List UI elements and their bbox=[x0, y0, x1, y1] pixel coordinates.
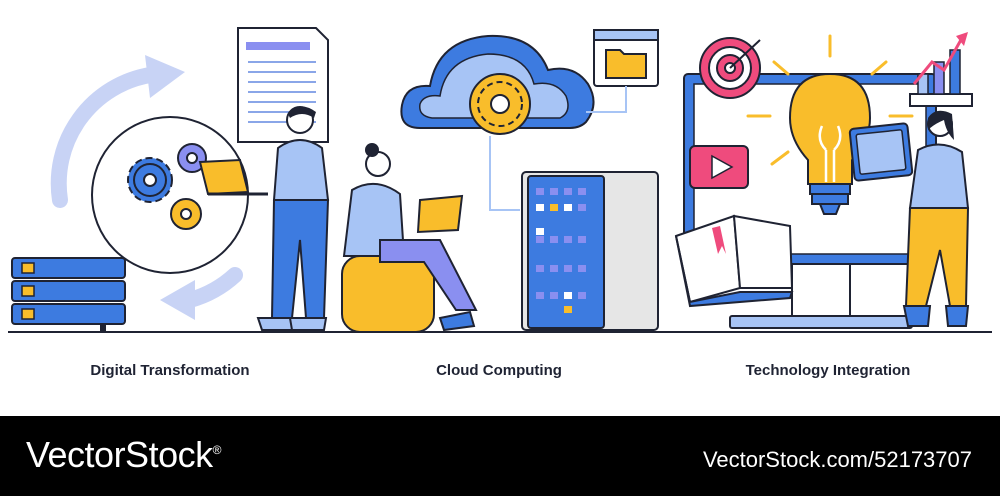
caption-technology-integration: Technology Integration bbox=[745, 362, 911, 379]
image-credit: VectorStock.com/52173707 bbox=[702, 447, 972, 472]
server-icon bbox=[521, 171, 659, 331]
brand-name: VectorStock bbox=[26, 434, 213, 475]
book-icon bbox=[674, 214, 794, 308]
woman-sitting-figure bbox=[341, 143, 478, 333]
target-icon bbox=[699, 37, 761, 99]
laptop-icon bbox=[416, 194, 464, 234]
cycle-arrow-top bbox=[50, 67, 158, 208]
scene-artwork bbox=[8, 27, 992, 333]
play-icon bbox=[689, 145, 749, 189]
caption-digital-transformation: Digital Transformation bbox=[90, 362, 250, 379]
digital-transformation-scene bbox=[11, 27, 330, 332]
woman-standing-figure bbox=[902, 110, 970, 327]
man-figure bbox=[256, 106, 330, 331]
caption-cloud-computing: Cloud Computing bbox=[436, 362, 562, 379]
footer-bar bbox=[0, 416, 1000, 496]
gear-icon bbox=[177, 143, 207, 173]
cycle-arrow-bottom bbox=[182, 267, 243, 308]
brand-logo: VectorStock® bbox=[26, 434, 221, 476]
registered-mark: ® bbox=[212, 443, 222, 457]
cloud-computing-scene bbox=[341, 29, 659, 333]
gear-icon bbox=[469, 73, 531, 135]
ottoman bbox=[341, 255, 435, 333]
chart-icon bbox=[909, 32, 973, 107]
gear-icon bbox=[127, 157, 173, 203]
tablet-icon bbox=[848, 122, 914, 182]
folder-window bbox=[593, 29, 659, 87]
document-icon bbox=[237, 27, 329, 143]
server-stack bbox=[11, 257, 126, 332]
gear-icon bbox=[170, 198, 202, 230]
connector-line bbox=[489, 136, 520, 211]
technology-integration-scene bbox=[674, 32, 973, 329]
connector-line bbox=[586, 86, 627, 113]
arrow-head-top bbox=[145, 55, 185, 98]
folder-icon bbox=[605, 49, 647, 79]
arrow-head-bottom bbox=[160, 280, 195, 320]
lightbulb-icon bbox=[746, 34, 914, 215]
laptop-icon bbox=[198, 158, 268, 196]
